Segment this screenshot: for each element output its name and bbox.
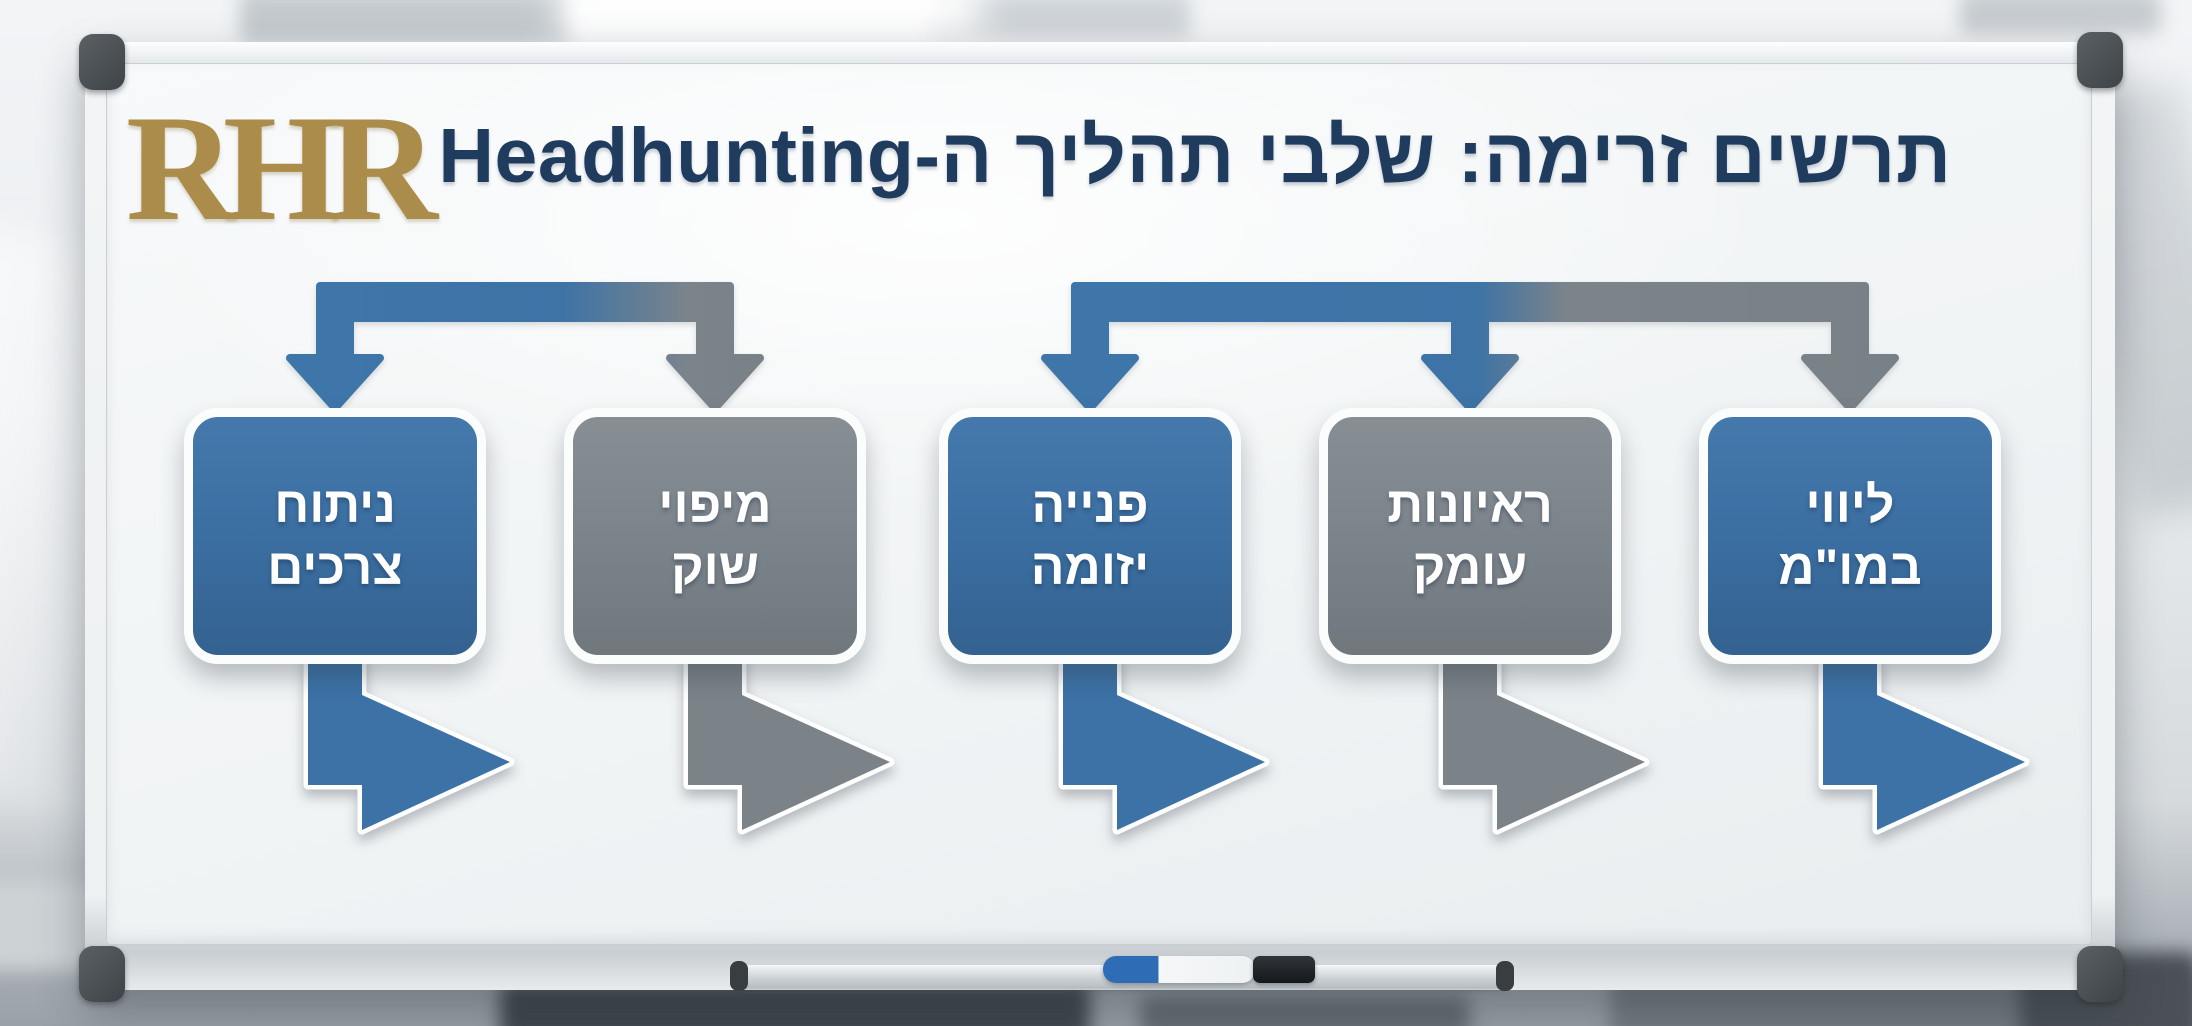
step-box-needs-analysis: ניתוח צרכים: [184, 408, 486, 664]
step-box-market-mapping: מיפוי שוק: [564, 408, 866, 664]
black-marker: [1253, 956, 1315, 983]
ceiling-glow: [560, 0, 980, 40]
step-label-line: ליווי: [1805, 477, 1895, 533]
step-label-line: צרכים: [267, 539, 403, 595]
ceiling-light: [1960, 0, 2160, 34]
corner-cap: [79, 946, 125, 1002]
rhr-logo: RHR: [126, 84, 438, 252]
step-label-line: ניתוח: [274, 477, 396, 533]
step-box-negotiation-support: ליווי במו"מ: [1699, 408, 2001, 664]
step-label-line: ראיונות: [1387, 477, 1553, 533]
ceiling-light: [240, 0, 570, 44]
tray-end-cap: [730, 961, 748, 991]
step-label-line: במו"מ: [1778, 539, 1922, 595]
corner-cap: [79, 34, 125, 90]
step-label-line: שוק: [670, 539, 760, 595]
step-label-line: עומק: [1412, 539, 1528, 595]
step-box-depth-interviews: ראיונות עומק: [1319, 408, 1621, 664]
step-label-line: פנייה: [1031, 477, 1149, 533]
tray-end-cap: [1496, 961, 1514, 991]
corner-cap: [2077, 32, 2123, 88]
blue-marker: [1103, 956, 1255, 983]
desk-blur: [1140, 996, 1470, 1026]
step-label-line: מיפוי: [658, 477, 772, 533]
step-box-proactive-outreach: פנייה יזומה: [939, 408, 1241, 664]
diagram-title: תרשים זרימה: שלבי תהליך ה-Headhunting: [438, 113, 1952, 199]
step-label-line: יזומה: [1030, 539, 1150, 595]
corner-cap: [2077, 946, 2123, 1002]
